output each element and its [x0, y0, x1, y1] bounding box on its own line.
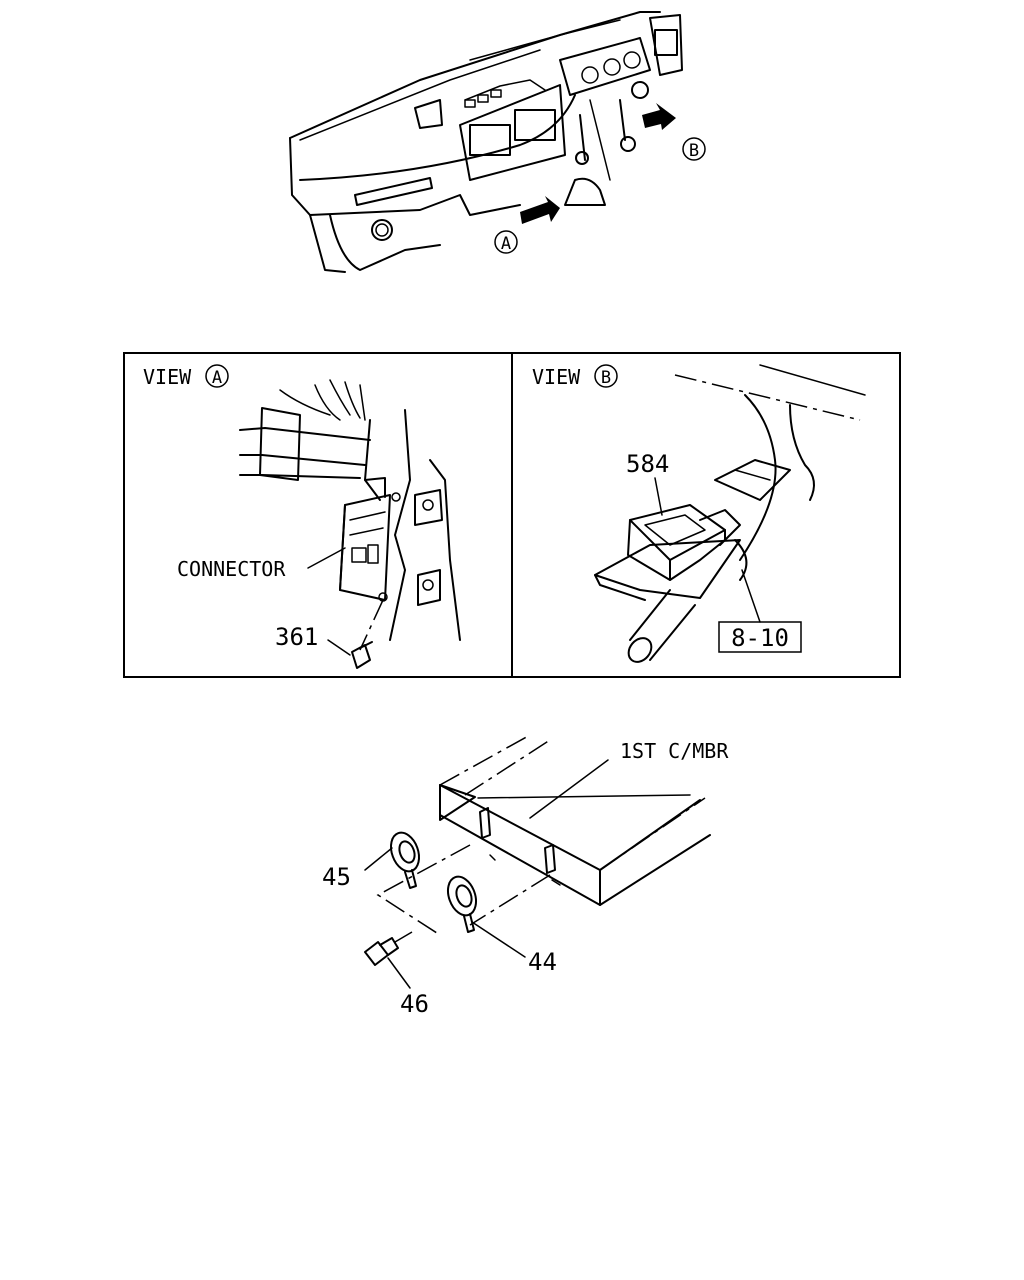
horn-44 — [446, 875, 478, 933]
horn-45 — [389, 831, 421, 889]
part-584-label: 584 — [626, 450, 669, 478]
arrow-a-icon — [520, 196, 560, 224]
arrow-b-icon — [642, 103, 676, 130]
callout-b-circle — [682, 137, 706, 161]
callout-a-circle — [494, 230, 518, 254]
ref-box-label: 8-10 — [731, 624, 789, 652]
callout-b: B — [682, 137, 706, 161]
view-a-drawing — [239, 379, 461, 669]
horn-assembly-drawing — [364, 734, 711, 989]
view-b-panel: VIEW B 5 — [532, 364, 866, 663]
view-b-title: VIEW — [532, 365, 581, 389]
view-b-drawing — [594, 364, 866, 663]
part-361-label: 361 — [275, 623, 318, 651]
part-44-label: 44 — [528, 948, 557, 976]
callout-a-label: A — [501, 234, 511, 254]
part-45-label: 45 — [322, 863, 351, 891]
view-b-marker: B — [601, 368, 611, 388]
bolt-46 — [364, 931, 413, 966]
member-label: 1ST C/MBR — [620, 739, 729, 763]
view-b-marker-circle — [594, 364, 618, 388]
callout-b-label: B — [689, 141, 699, 161]
ref-box — [718, 621, 802, 653]
view-a-title: VIEW — [143, 365, 192, 389]
view-a-marker: A — [212, 368, 222, 388]
callout-a: A — [494, 230, 518, 254]
dashboard-illustration — [289, 11, 683, 273]
view-a-panel: VIEW A — [143, 364, 461, 669]
connector-label: CONNECTOR — [177, 557, 286, 581]
view-a-marker-circle — [205, 364, 229, 388]
part-46-label: 46 — [400, 990, 429, 1018]
